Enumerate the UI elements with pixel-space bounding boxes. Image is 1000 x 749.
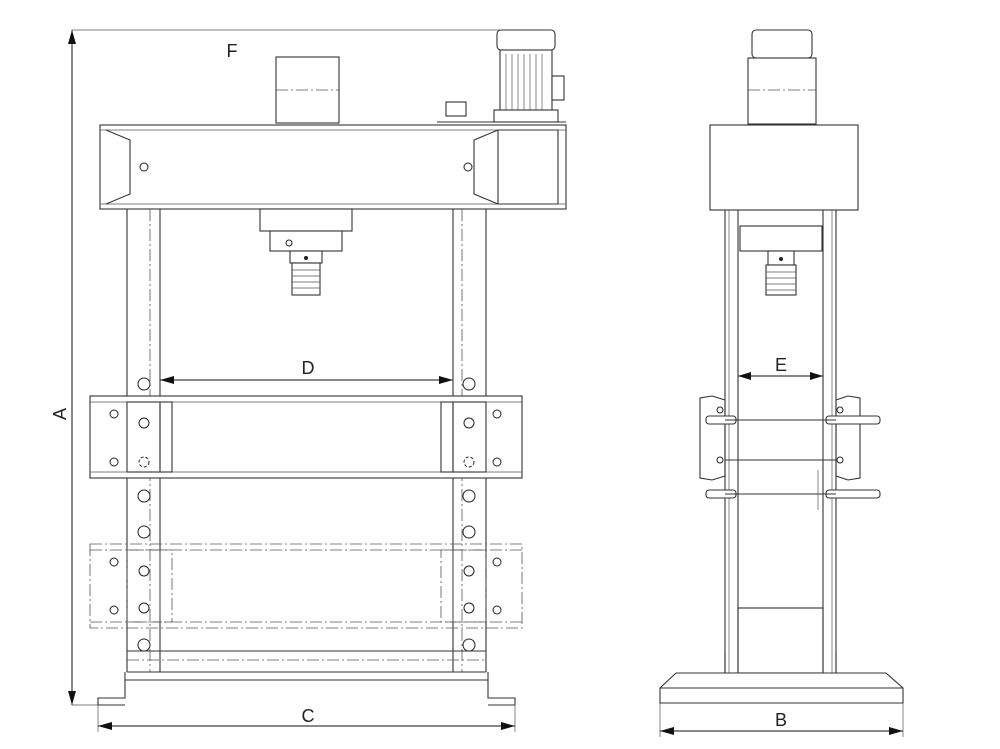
dimension-a: A bbox=[50, 29, 500, 706]
dimension-label-f: F bbox=[227, 41, 238, 61]
side-bed-brackets bbox=[699, 395, 881, 510]
motor bbox=[437, 29, 566, 123]
front-base bbox=[97, 650, 516, 706]
side-head bbox=[709, 124, 859, 211]
side-motor bbox=[747, 29, 817, 125]
side-view: E bbox=[659, 29, 904, 737]
cylinder-housing bbox=[275, 56, 340, 124]
work-bed-upper bbox=[89, 395, 523, 479]
dimension-c: C bbox=[97, 705, 516, 732]
ram-cylinder bbox=[259, 208, 353, 296]
top-crossbeam bbox=[99, 124, 567, 210]
dimension-label-d: D bbox=[302, 358, 315, 378]
dimension-label-a: A bbox=[50, 408, 70, 420]
dimension-label-b: B bbox=[775, 710, 787, 730]
dimension-label-c: C bbox=[302, 706, 315, 726]
side-lower-plate bbox=[737, 607, 824, 674]
dimension-label-e: E bbox=[775, 355, 787, 375]
dimension-d: D bbox=[160, 358, 453, 384]
front-view: A F bbox=[50, 29, 567, 732]
dimension-b: B bbox=[659, 703, 904, 737]
dimension-e: E bbox=[738, 355, 823, 380]
side-ram bbox=[739, 225, 823, 296]
work-bed-lower-phantom bbox=[89, 543, 523, 629]
side-base bbox=[659, 652, 904, 704]
